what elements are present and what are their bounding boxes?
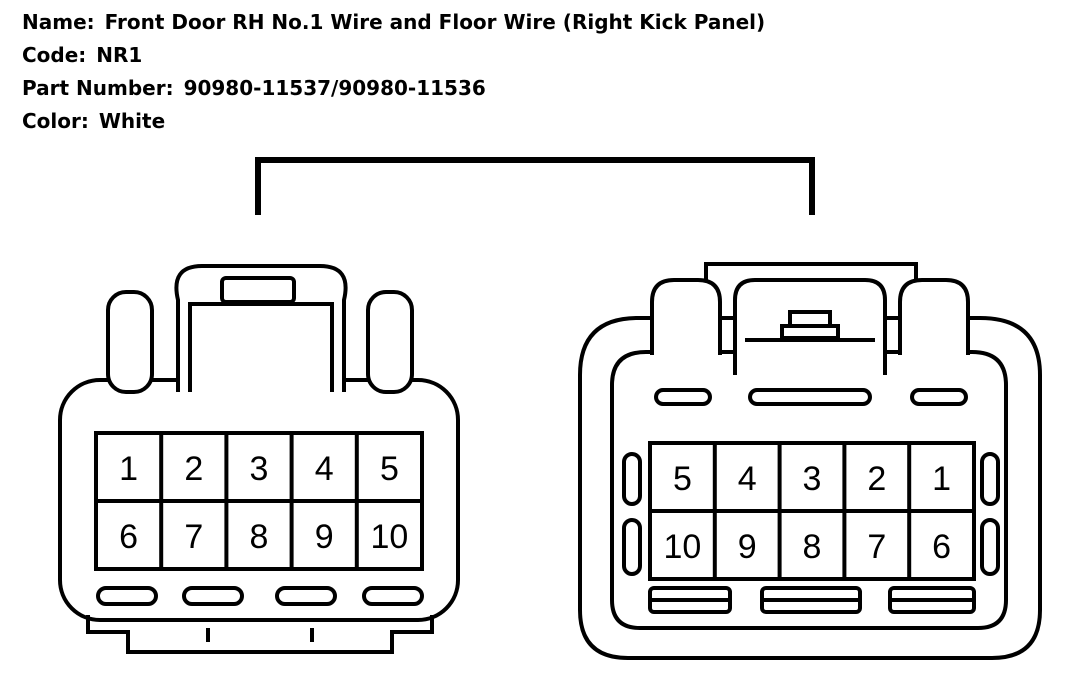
left-slot (182, 586, 244, 606)
right-pin-number: 3 (803, 460, 822, 498)
code-row: Code: NR1 (22, 39, 765, 72)
left-slot (96, 586, 158, 606)
connector-right (578, 262, 1042, 660)
left-pin-number: 1 (119, 450, 138, 488)
connector-left (58, 264, 460, 654)
name-label: Name: (22, 10, 95, 34)
right-pin-number: 5 (673, 460, 692, 498)
left-slot (275, 586, 337, 606)
name-row: Name: Front Door RH No.1 Wire and Floor W… (22, 6, 765, 39)
left-slot (362, 586, 424, 606)
right-pin-number: 6 (932, 528, 951, 566)
part-number-row: Part Number: 90980-11537/90980-11536 (22, 72, 765, 105)
left-latch-post (106, 290, 154, 394)
left-pin-number: 9 (315, 518, 334, 556)
right-bottom-slot (888, 586, 976, 614)
left-pin-number: 3 (250, 450, 269, 488)
left-bottom-step (86, 615, 434, 654)
code-value: NR1 (96, 43, 143, 67)
right-bottom-slot (648, 586, 732, 614)
left-lock-housing (174, 264, 348, 392)
right-connector-body (578, 316, 1042, 660)
left-pin-number: 6 (119, 518, 138, 556)
right-pin-numbers: 5 4 3 2 1 10 9 8 7 6 (663, 460, 951, 566)
left-pin-number: 7 (184, 518, 203, 556)
left-lock-tab (220, 276, 296, 304)
left-latch-post (366, 290, 414, 394)
left-pin-numbers: 1 2 3 4 5 6 7 8 9 10 (119, 450, 408, 556)
right-pin-number: 10 (663, 528, 701, 566)
right-pin-number: 8 (803, 528, 822, 566)
color-value: White (98, 109, 166, 133)
right-lock-tab-base (780, 324, 840, 340)
right-pin-number: 7 (867, 528, 886, 566)
right-slot (910, 388, 968, 406)
left-pin-number: 4 (315, 450, 334, 488)
left-pin-number: 8 (250, 518, 269, 556)
left-pin-number: 2 (184, 450, 203, 488)
part-number-label: Part Number: (22, 76, 174, 100)
left-pin-number: 10 (370, 518, 408, 556)
right-connector-inner (610, 350, 1008, 630)
right-side-slot (622, 452, 642, 506)
right-pin-number: 2 (867, 460, 886, 498)
part-number-value: 90980-11537/90980-11536 (183, 76, 486, 100)
right-slot (748, 388, 872, 406)
code-label: Code: (22, 43, 87, 67)
color-label: Color: (22, 109, 89, 133)
right-lock-tab (788, 310, 832, 328)
right-pin-number: 1 (932, 460, 951, 498)
right-side-slot (980, 518, 1000, 576)
right-pin-number: 4 (738, 460, 757, 498)
name-value: Front Door RH No.1 Wire and Floor Wire (… (104, 10, 766, 34)
connector-info: Name: Front Door RH No.1 Wire and Floor W… (22, 6, 765, 138)
right-latch-tower (898, 278, 970, 355)
mating-bracket (255, 157, 815, 215)
right-top-bracket (704, 262, 918, 285)
left-pin-number: 5 (380, 450, 399, 488)
right-bottom-slot (760, 586, 862, 614)
right-pin-number: 9 (738, 528, 757, 566)
right-latch-tower (650, 278, 722, 355)
right-slot (654, 388, 712, 406)
right-side-slot (980, 452, 1000, 506)
right-side-slot (622, 518, 642, 576)
color-row: Color: White (22, 105, 765, 138)
